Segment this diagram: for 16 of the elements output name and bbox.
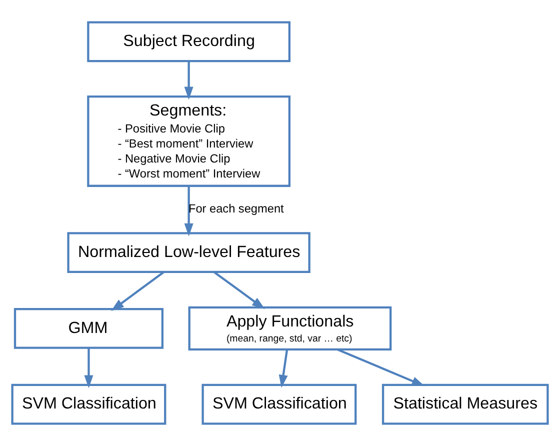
node-box: Normalized Low-level Features [67,232,310,274]
arrow [278,350,288,388]
node-box: SVM Classification [202,384,357,425]
arrow [184,186,194,236]
node-box: SVM Classification [11,384,166,425]
arrow [337,348,425,386]
arrow [84,348,94,388]
node-box: Segments: - Positive Movie Clip - “Best moment” Interview - Negative Movie Clip - “Worst moment” Interview [87,95,290,187]
node-box: Subject Recording [87,21,290,62]
node-box: Statistical Measures [382,384,549,425]
arrow [214,271,265,310]
arrow [111,271,164,311]
arrow [184,61,194,100]
node-box: GMM [14,308,164,349]
edge-label: For each segment [188,202,284,216]
node-box: Apply Functionals (mean, range, std, var … etc) [188,306,392,351]
